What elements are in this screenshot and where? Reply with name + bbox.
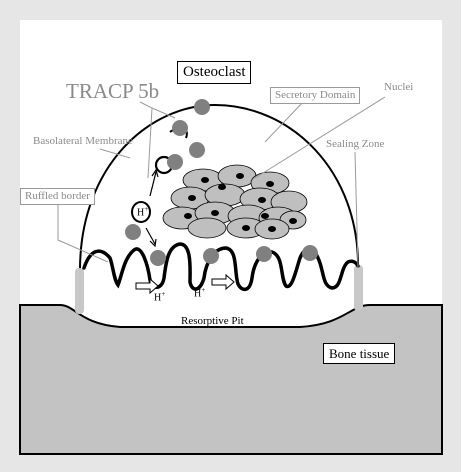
transport-arrows [145,168,159,248]
proton-symbol: H [154,292,162,304]
proton-arrow-1 [135,277,159,295]
nucleolus [289,218,297,224]
granule [194,99,210,115]
secretory-domain-label: Secretory Domain [270,87,361,104]
resorptive-pit-label: Resorptive Pit [181,315,244,327]
nucleoli [184,173,297,232]
nucleolus [201,177,209,183]
secretory-leader [264,100,305,143]
arrow-up-head [151,168,159,178]
granule [150,250,166,266]
nucleolus [184,213,192,219]
tracp-label: TRACP 5b [66,79,160,103]
plus-superscript: + [161,290,166,298]
arrow-up [149,171,157,197]
proton-vesicle [131,201,151,223]
sealing-zone-label: Sealing Zone [326,138,385,150]
nucleolus [211,210,219,216]
nucleolus [258,197,266,203]
nucleolus [261,213,269,219]
nucleolus [266,181,274,187]
proton-label-1: H+ [154,291,165,303]
nucleolus [218,184,226,190]
ruffled-border-label: Ruffled border [20,188,95,205]
proton-arrow-2 [211,273,235,291]
nuclei-leader [254,96,386,179]
nucleus [187,217,227,239]
proton-symbol: H [194,288,202,300]
proton-label-2: H+ [194,287,205,299]
granule [203,248,219,264]
nucleolus [236,173,244,179]
proton-vesicle-label: H+ [137,206,148,218]
granule [167,154,183,170]
sealing-zone-right [354,265,363,311]
arrow-down [145,227,156,245]
granule [189,142,205,158]
basolateral-leader [99,148,131,159]
ruffled-leader [57,205,109,263]
ruffled-border [82,242,360,292]
bone-tissue [19,304,443,455]
nucleolus [268,226,276,232]
nuclei-cluster [162,164,308,240]
sealing-leader [354,151,359,269]
granule [256,246,272,262]
cell-membrane [79,103,360,271]
tracp-granules [125,99,318,266]
granule [302,245,318,261]
nucleolus [242,225,250,231]
proton-symbol: H [137,207,145,219]
arrow-down-head [149,238,157,248]
granule [172,120,188,136]
granule [125,224,141,240]
leader-lines [57,96,386,269]
basolateral-membrane-label: Basolateral Membrane [33,135,133,147]
bone-tissue-label: Bone tissue [323,343,396,364]
plus-superscript: + [201,286,206,294]
nucleolus [188,195,196,201]
tracp-leader-2 [151,107,176,119]
plus-superscript: + [144,205,149,213]
nuclei-label: Nuclei [384,81,414,93]
osteoclast-label: Osteoclast [177,61,252,84]
sealing-zone-left [75,268,84,314]
